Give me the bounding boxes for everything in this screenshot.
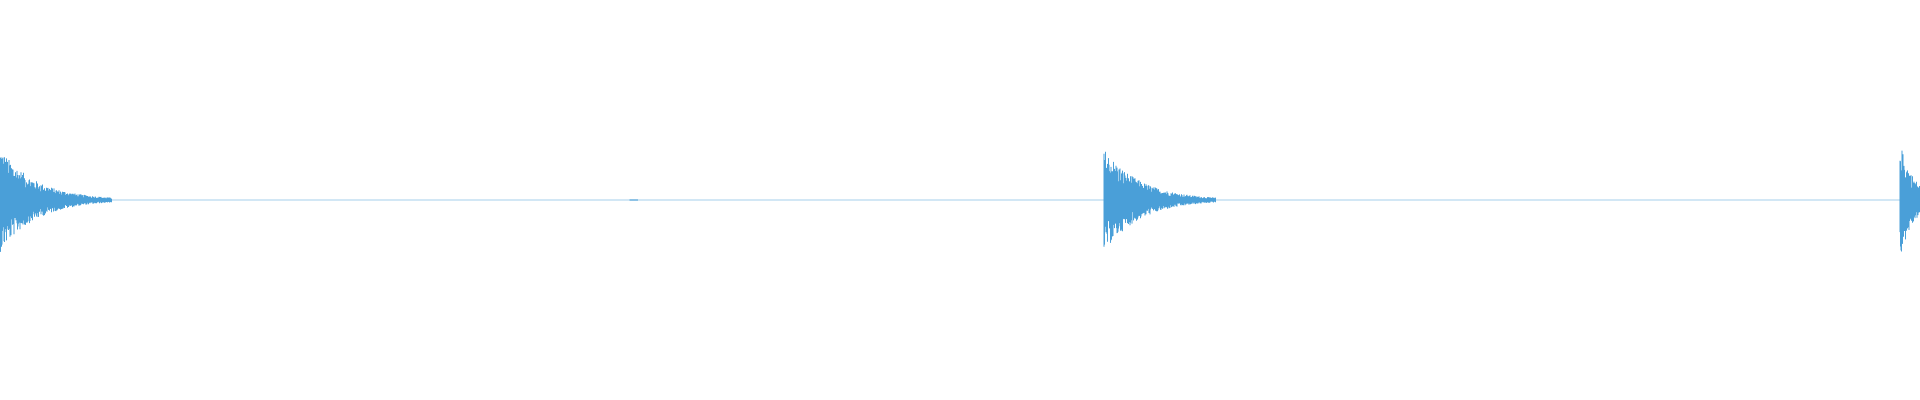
waveform-trace (1899, 150, 1920, 252)
waveform-transient-hit-3 (1899, 150, 1920, 252)
waveform-transient-hit-1 (0, 157, 112, 252)
waveform-transients (0, 150, 1920, 252)
waveform-transient-hit-2 (1103, 151, 1216, 247)
waveform-transient-blip (629, 199, 638, 201)
waveform-trace (0, 157, 112, 252)
waveform-trace (1103, 151, 1216, 247)
waveform-trace (629, 199, 638, 201)
